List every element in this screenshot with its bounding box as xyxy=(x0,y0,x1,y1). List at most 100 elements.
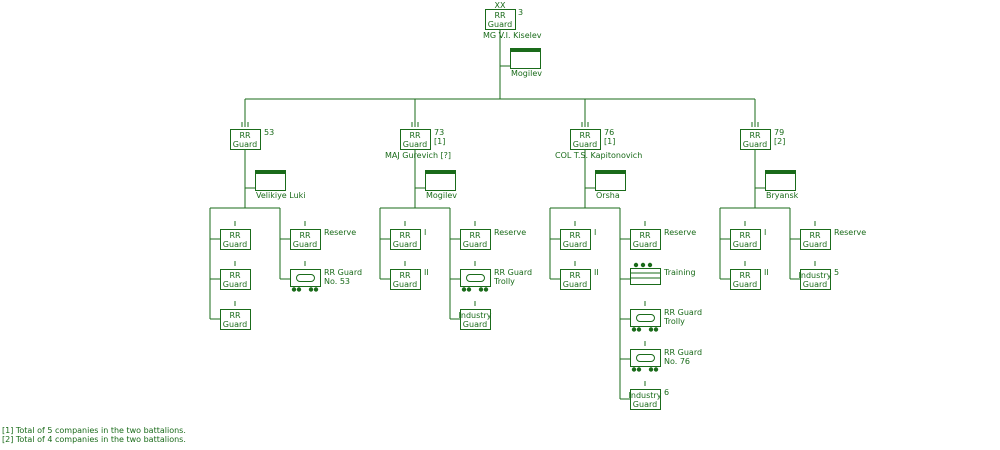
unit-label: Guard xyxy=(743,140,767,149)
industry-guard-box xyxy=(800,269,831,290)
unit-label: RR xyxy=(239,131,251,140)
unit-label: RR xyxy=(494,11,506,20)
unit-label: RR xyxy=(579,131,591,140)
unit-label: RR xyxy=(409,131,421,140)
wheel-icon xyxy=(483,287,489,292)
battalion-designation: II xyxy=(594,268,599,277)
hq-flag-bar xyxy=(510,48,541,52)
battalion-box xyxy=(390,269,421,290)
regiment-number: 53 xyxy=(264,128,274,137)
support-label: 6 xyxy=(664,388,669,397)
unit-label: Guard xyxy=(293,240,317,249)
unit-label: RR xyxy=(299,231,311,240)
echelon-mark: XX xyxy=(495,1,506,10)
support-label: Reserve xyxy=(834,228,866,237)
unit-label: Guard xyxy=(633,400,657,409)
support-label: No. 53 xyxy=(324,277,350,286)
hq-location: Orsha xyxy=(596,191,620,200)
support-label: Training xyxy=(663,268,696,277)
support-label: Trolly xyxy=(493,277,515,286)
support-label: RR Guard xyxy=(324,268,362,277)
reserve-box xyxy=(630,229,661,250)
unit-label: RR xyxy=(739,231,751,240)
regiment-commander: MAJ Gurevich [?] xyxy=(385,151,451,160)
unit-label: RR xyxy=(569,271,581,280)
unit-label: Guard xyxy=(803,240,827,249)
wheel-icon xyxy=(648,367,654,372)
wheel-icon xyxy=(636,327,642,332)
unit-label: RR xyxy=(739,271,751,280)
unit-label: Guard xyxy=(463,320,487,329)
unit-label: RR xyxy=(399,231,411,240)
support-label: Reserve xyxy=(324,228,356,237)
battalion-box xyxy=(560,229,591,250)
unit-label: Guard xyxy=(563,280,587,289)
unit-number: 3 xyxy=(518,8,523,17)
industry-guard-box xyxy=(460,309,491,330)
hq-flag-bar xyxy=(425,170,456,174)
unit-label: Guard xyxy=(463,240,487,249)
unit-label: Guard xyxy=(733,240,757,249)
trolly-oval xyxy=(466,274,485,282)
unit-label: RR xyxy=(749,131,761,140)
hq-flag-bar xyxy=(595,170,626,174)
wheel-icon xyxy=(631,367,637,372)
regiment-number: 76 xyxy=(604,128,614,137)
regiment-commander: COL T.S. Kapitonovich xyxy=(555,151,642,160)
wheel-icon xyxy=(653,367,659,372)
footnotes: [1] Total of 5 companies in the two batt… xyxy=(2,426,186,444)
unit-label: Guard xyxy=(223,240,247,249)
trolly-symbol xyxy=(290,269,321,287)
unit-label: Guard xyxy=(573,140,597,149)
battalion-box xyxy=(730,269,761,290)
wheel-icon xyxy=(647,262,653,268)
division-box xyxy=(485,9,516,30)
unit-label: RR xyxy=(229,231,241,240)
trolly-oval xyxy=(296,274,315,282)
support-label: RR Guard xyxy=(494,268,532,277)
wheel-icon xyxy=(291,287,297,292)
trolly-oval xyxy=(636,314,655,322)
regiment-box xyxy=(570,129,601,150)
unit-label: Guard xyxy=(403,140,427,149)
support-label: 5 xyxy=(834,268,839,277)
support-label: RR Guard xyxy=(664,308,702,317)
wheel-icon xyxy=(478,287,484,292)
reserve-box xyxy=(800,229,831,250)
regiment-box xyxy=(230,129,261,150)
unit-label: RR xyxy=(229,311,241,320)
hq-location: Bryansk xyxy=(766,191,799,200)
unit-label: Guard xyxy=(803,280,827,289)
training-symbol xyxy=(630,268,661,285)
battalion-box xyxy=(220,269,251,290)
support-label: RR Guard xyxy=(664,348,702,357)
support-label: Reserve xyxy=(494,228,526,237)
battalion-box xyxy=(560,269,591,290)
industry-guard-box xyxy=(630,389,661,410)
unit-label: RR xyxy=(639,231,651,240)
wheel-icon xyxy=(636,367,642,372)
trolly-symbol xyxy=(460,269,491,287)
unit-label: RR xyxy=(229,271,241,280)
regiment-number: 79 xyxy=(774,128,784,137)
unit-label: RR xyxy=(569,231,581,240)
division-commander: MG V.I. Kiselev xyxy=(483,31,542,40)
reserve-box xyxy=(290,229,321,250)
battalion-box xyxy=(730,229,761,250)
unit-label: Industry xyxy=(459,311,492,320)
support-label: Reserve xyxy=(664,228,696,237)
wheel-icon xyxy=(631,327,637,332)
trolly-symbol xyxy=(630,349,661,367)
hq-location: Mogilev xyxy=(511,69,542,78)
unit-label: Industry xyxy=(799,271,832,280)
trolly-oval xyxy=(636,354,655,362)
unit-label: Guard xyxy=(633,240,657,249)
battalion-designation: I xyxy=(424,228,426,237)
regiment-box xyxy=(740,129,771,150)
unit-label: Guard xyxy=(393,240,417,249)
hq-flag-bar xyxy=(255,170,286,174)
battalion-box xyxy=(220,309,251,330)
wheel-icon xyxy=(653,327,659,332)
hq-location: Velikiye Luki xyxy=(256,191,306,200)
unit-label: Guard xyxy=(488,20,512,29)
